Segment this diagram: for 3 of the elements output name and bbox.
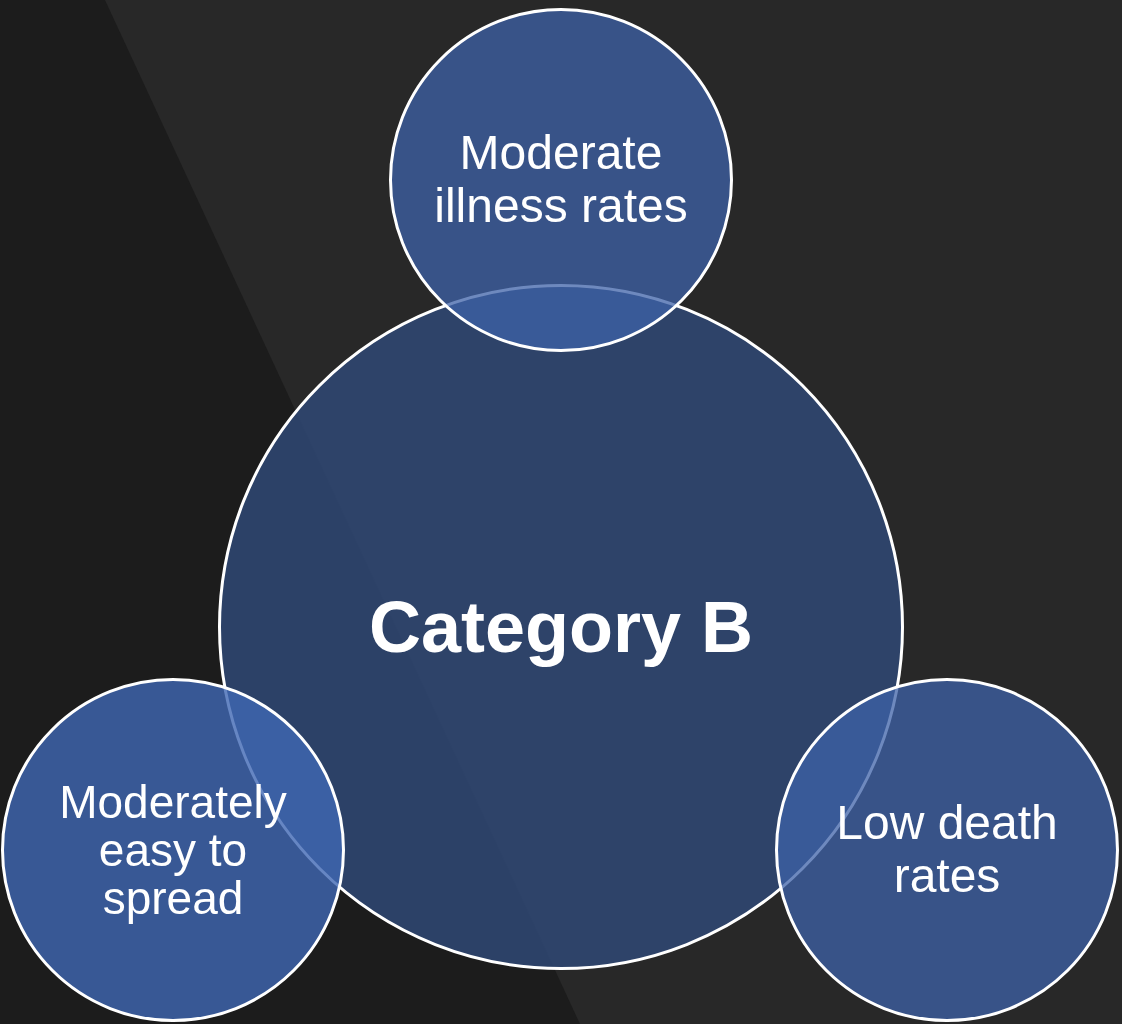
circle-label: Low death rates bbox=[835, 797, 1059, 903]
circle-label: Moderately easy to spread bbox=[58, 777, 288, 923]
circle-label: Moderate illness rates bbox=[433, 127, 689, 233]
